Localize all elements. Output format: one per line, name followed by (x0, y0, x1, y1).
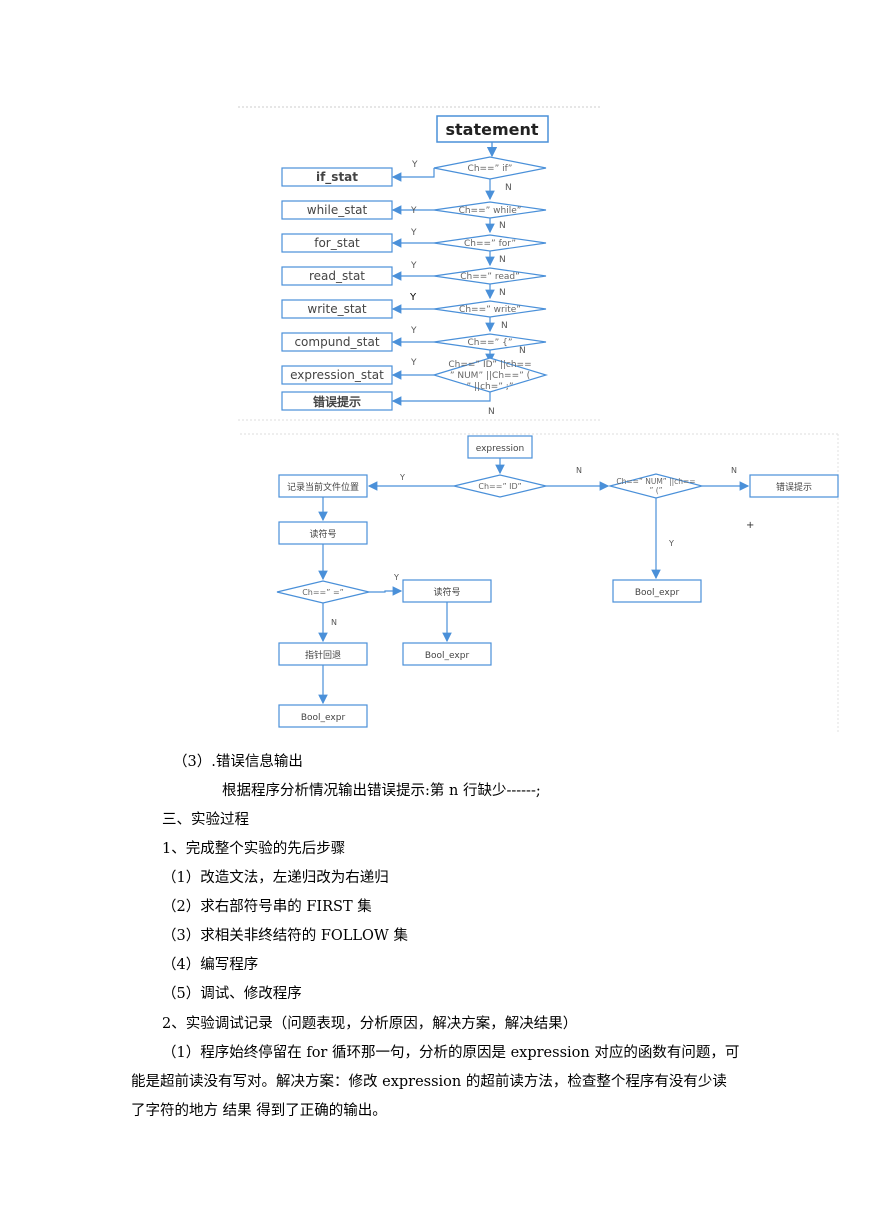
no-label-final: N (488, 407, 495, 417)
subheading-steps: 1、完成整个实验的先后步骤 (162, 841, 346, 857)
label-record-pos: 记录当前文件位置 (287, 481, 359, 493)
no-label-compund: N (519, 346, 526, 356)
row-if: Ch==” if” Y if_stat N (281, 156, 547, 201)
decision-while (433, 201, 547, 219)
decision-read (433, 267, 547, 285)
label-eq-no: N (331, 618, 337, 627)
decision-expression (431, 357, 549, 393)
decision-write-label: Ch==” write” (459, 305, 521, 315)
label-expression-stat: expression_stat (290, 368, 384, 382)
section-heading-experiment-process: 三、实验过程 (162, 812, 249, 828)
paragraph-error-output: 根据程序分析情况输出错误提示:第 n 行缺少------; (222, 783, 541, 799)
label-write-stat: write_stat (307, 302, 366, 316)
expression-flowchart: expression Ch==” ID” Y N 记录当前文件位置 读符号 Ch… (240, 433, 839, 734)
label-bool-expr-b: Bool_expr (301, 713, 346, 723)
box-bool-expr-c (612, 579, 702, 603)
no-label-while: N (499, 221, 506, 231)
row-compund: Ch==” {” Y compund_stat N (281, 326, 547, 364)
label-bool-expr-a: Bool_expr (425, 651, 470, 661)
label-for-stat: for_stat (314, 236, 360, 250)
plus-mark: + (746, 520, 754, 531)
statement-flowchart: statement Ch==” if” Y if_stat N Ch==” wh… (238, 106, 600, 421)
decision-if (433, 156, 547, 180)
decision-id-label: Ch==” ID” (478, 482, 521, 491)
decision-if-label: Ch==” if” (468, 164, 513, 174)
label-pointer-back: 指针回退 (305, 649, 341, 661)
decision-compund (433, 333, 547, 351)
step-5: （5）调试、修改程序 (162, 986, 302, 1002)
decision-eq-label: Ch==” =” (302, 588, 344, 597)
label-read-stat: read_stat (309, 269, 365, 283)
yes-label-while: Y (410, 206, 417, 216)
decision-for-label: Ch==” for” (464, 239, 516, 249)
decision-compund-label: Ch==” {” (468, 338, 513, 348)
label-bool-expr-c: Bool_expr (635, 588, 680, 598)
label-read-sym2: 读符号 (433, 586, 460, 598)
statement-box (436, 115, 549, 143)
yes-label-read: Y (410, 261, 417, 271)
decision-write (433, 300, 547, 318)
box-expression-stat (281, 365, 393, 385)
step-2: （2）求右部符号串的 FIRST 集 (162, 899, 372, 915)
no-label-read: N (499, 288, 506, 298)
box-write-stat (281, 299, 393, 319)
decision-num-line1: Ch==” NUM” ||ch== (616, 477, 695, 486)
subheading-debug-record: 2、实验调试记录（问题表现，分析原因，解决方案，解决结果） (162, 1016, 578, 1032)
row-read: Ch==” read” Y read_stat N (281, 261, 547, 300)
label-if-stat: if_stat (316, 170, 358, 185)
label-id-yes: Y (399, 473, 405, 482)
yes-label-for: Y (410, 228, 417, 238)
label-num-no: N (731, 466, 737, 475)
label-eq-yes: Y (393, 573, 399, 582)
no-label-write: N (501, 321, 508, 331)
decision-expression-line3: ” ||ch=” ;” (467, 382, 514, 392)
decision-num-line2: ” (” (649, 486, 662, 495)
step-4: （4）编写程序 (162, 957, 259, 973)
label-error: 错误提示 (313, 394, 361, 409)
arrow-eq-yes (369, 586, 403, 596)
box-compund-stat (281, 332, 393, 352)
box-for-stat (281, 233, 393, 253)
yes-label-expression: Y (410, 358, 417, 368)
label-num-yes: Y (668, 539, 674, 548)
heading-error-output: （3）.错误信息输出 (173, 754, 303, 770)
debug-paragraph-line-1: （1）程序始终停留在 for 循环那一句，分析的原因是 expression 对… (162, 1045, 740, 1061)
label-expression-start: expression (476, 444, 525, 454)
no-label-for: N (499, 255, 506, 265)
no-label-if: N (505, 183, 512, 193)
row-write: Ch==” write” Y write_stat N (281, 292, 547, 333)
yes-label-write: Y (409, 292, 417, 303)
row-while: Ch==” while” Y while_stat N (281, 200, 547, 234)
yes-label-compund: Y (410, 326, 417, 336)
decision-read-label: Ch==” read” (460, 272, 520, 282)
yes-arrow-if (391, 168, 435, 182)
decision-for (433, 234, 547, 252)
debug-paragraph-line-3: 了字符的地方 结果 得到了正确的输出。 (131, 1103, 387, 1119)
box-bool-expr-b (278, 704, 368, 728)
debug-paragraph-line-2: 能是超前读没有写对。解决方案：修改 expression 的超前读方法，检查整个… (131, 1074, 727, 1090)
row-for: Ch==” for” Y for_stat N (281, 228, 547, 267)
label-id-no: N (576, 466, 582, 475)
box-error (281, 391, 393, 411)
label-read-sym: 读符号 (309, 528, 336, 540)
box-read-stat (281, 266, 393, 286)
label-compund-stat: compund_stat (294, 335, 379, 349)
step-1: （1）改造文法，左递归改为右递归 (162, 870, 389, 886)
no-arrow-error (391, 392, 491, 406)
decision-expression-line1: Ch==” ID” ||ch== (448, 360, 531, 370)
decision-expression-line2: ” NUM” ||Ch==” ( (450, 371, 530, 381)
box-while-stat (281, 200, 393, 220)
box-bool-expr-a (402, 642, 492, 666)
statement-label: statement (445, 120, 538, 139)
step-3: （3）求相关非终结符的 FOLLOW 集 (162, 928, 408, 944)
yes-label-if: Y (411, 160, 418, 170)
box-error-2 (749, 474, 839, 498)
row-expression: Ch==” ID” ||ch== ” NUM” ||Ch==” ( ” ||ch… (281, 357, 549, 393)
box-if-stat (281, 167, 393, 187)
label-error-2: 错误提示 (776, 481, 812, 493)
decision-while-label: Ch==” while” (459, 206, 522, 216)
label-while-stat: while_stat (307, 203, 368, 217)
